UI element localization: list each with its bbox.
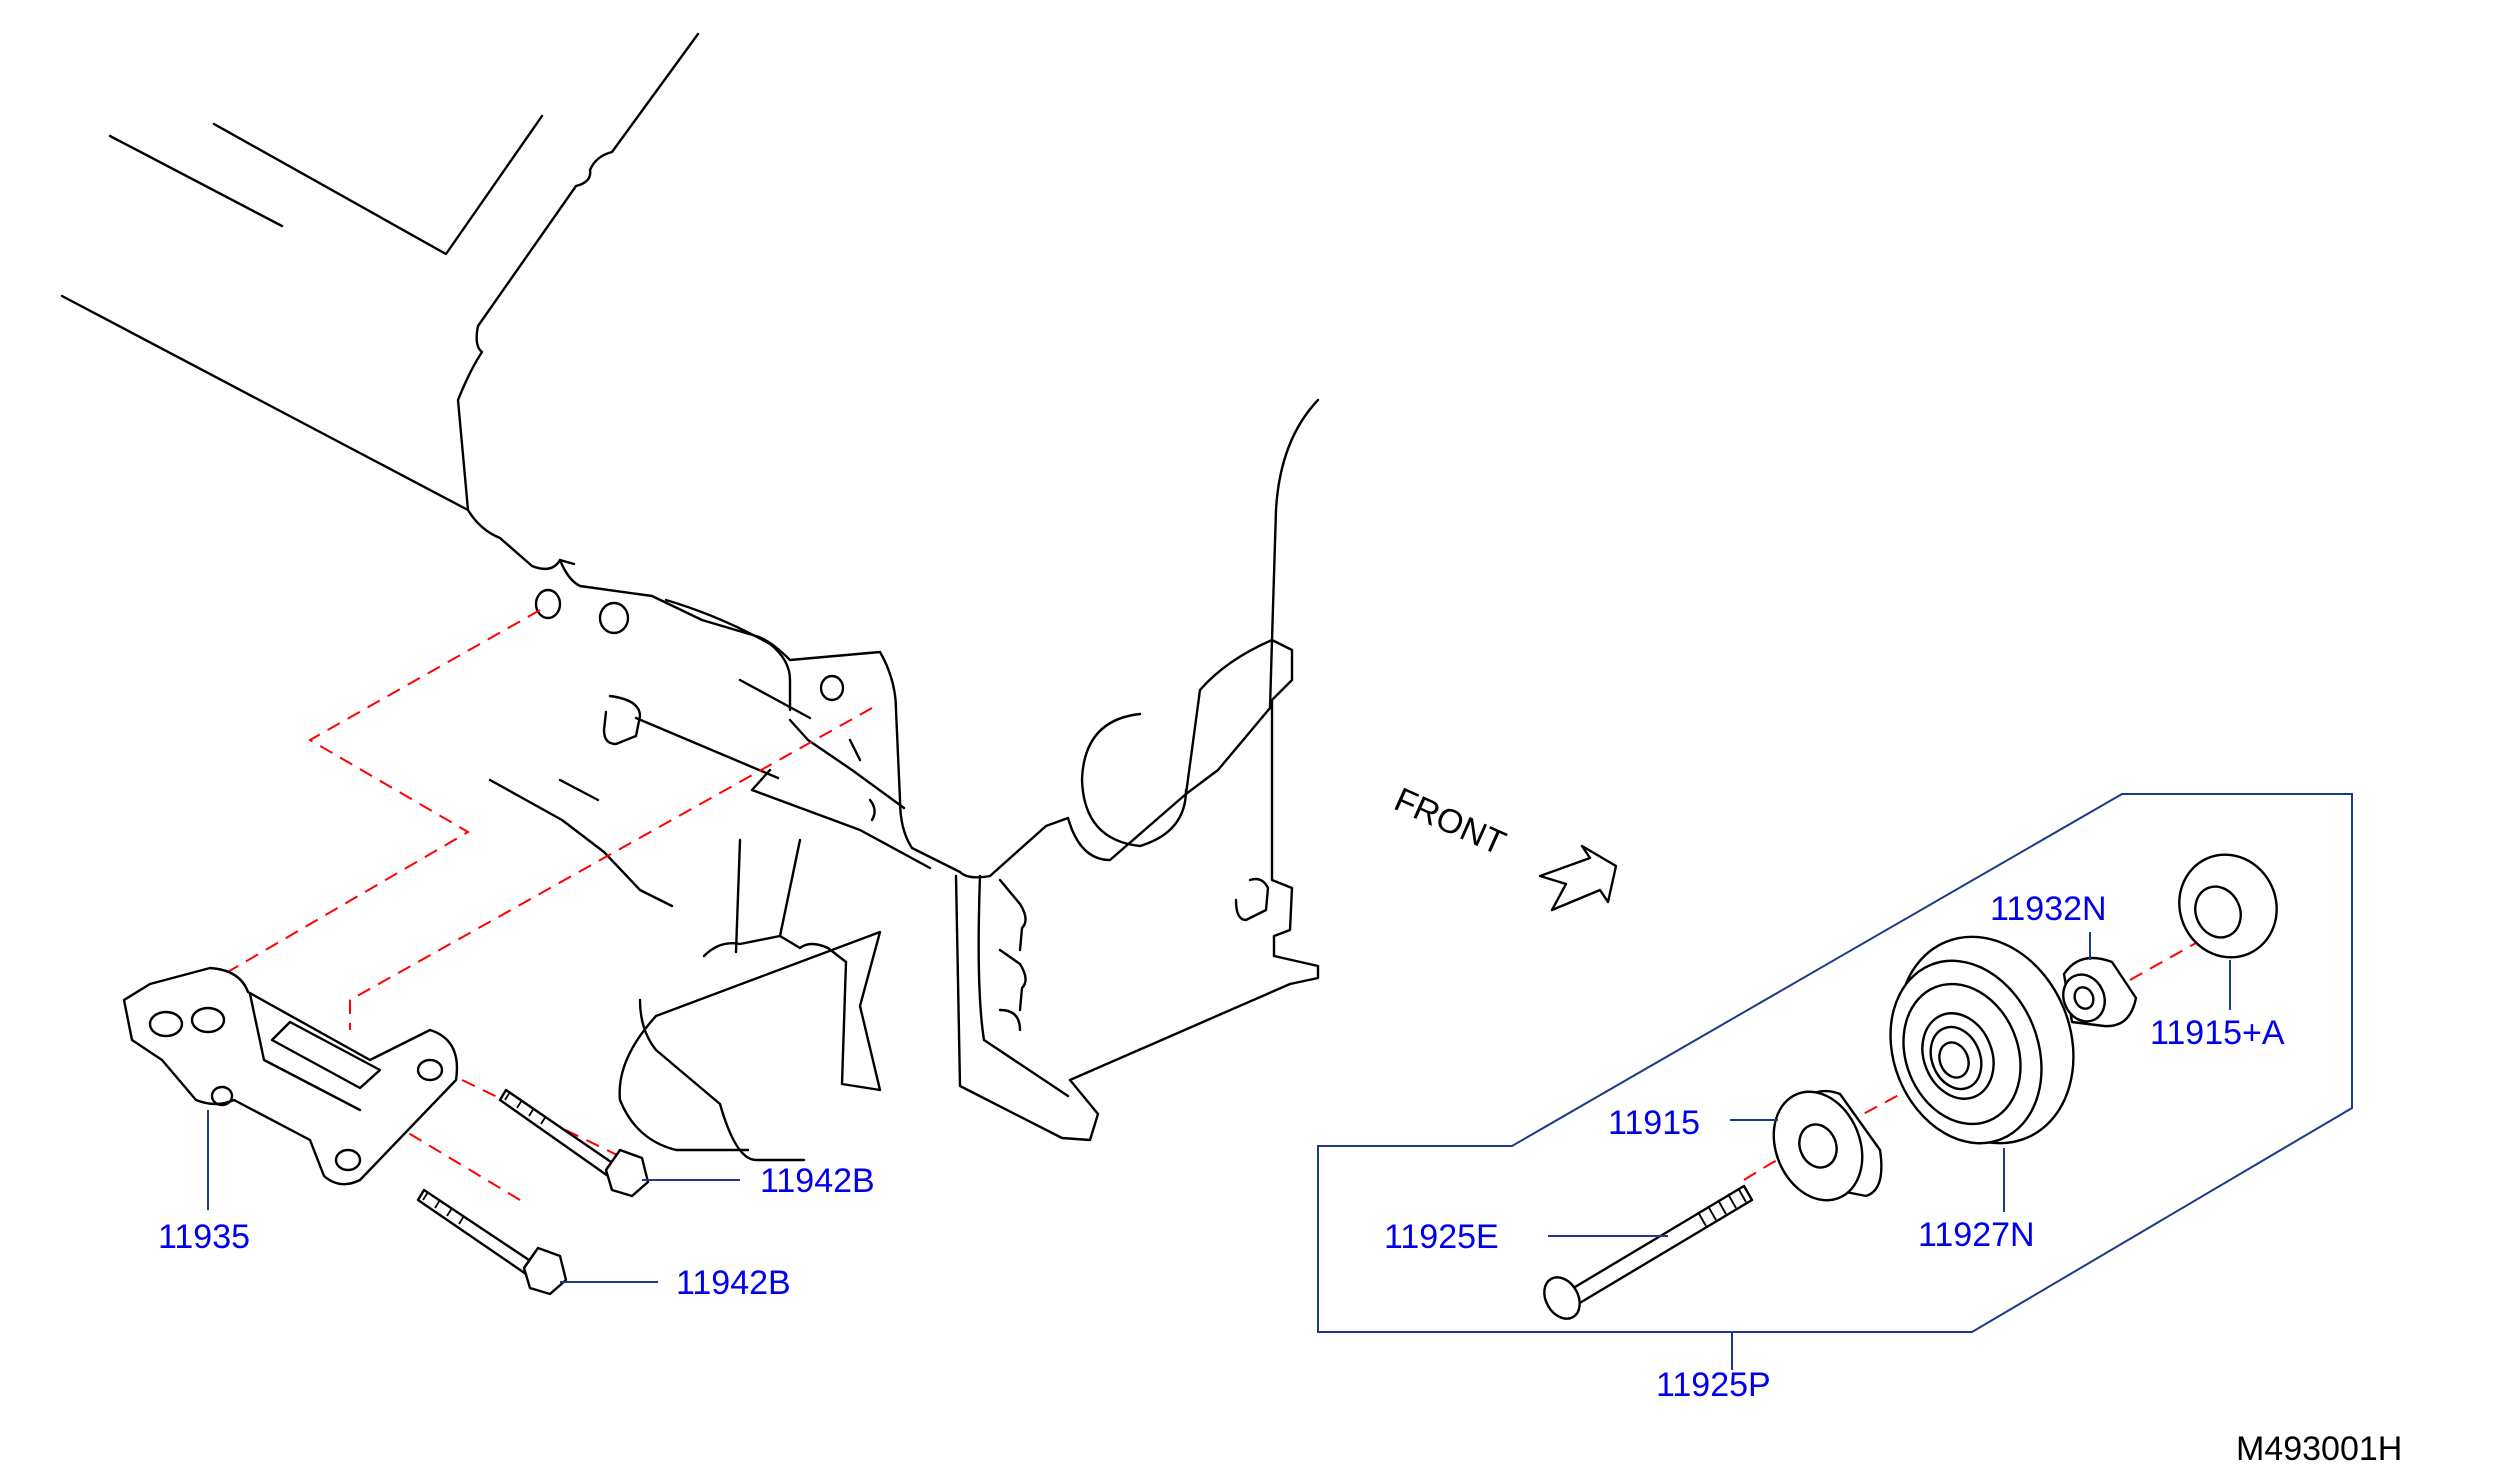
mount-hole-1 (534, 588, 562, 620)
mount-hole-2 (598, 601, 630, 635)
mount-hole-3 (819, 674, 845, 702)
pulley-bolt-11925e (1543, 1184, 1754, 1320)
callout-spacer: 11932N (1990, 890, 2107, 928)
drawing-code: M493001H (2236, 1430, 2402, 1468)
engine-block-outline (60, 32, 1320, 1162)
callout-washer-outer: 11915+A (2150, 1014, 2285, 1052)
pulley-11927n (1889, 935, 2075, 1145)
callout-bolt-upper: 11942B (760, 1162, 875, 1200)
engine-mount-holes (534, 588, 845, 702)
callout-labels: 11935 11942B 11942B 11915+A 11932N 11915… (158, 890, 2285, 1404)
callout-bolt-lower: 11942B (676, 1264, 791, 1302)
front-direction-arrow: FRONT (1389, 781, 1618, 912)
callout-pulley: 11927N (1918, 1216, 2035, 1254)
washer-11915 (1772, 1089, 1883, 1202)
callout-bracket: 11935 (158, 1218, 250, 1256)
front-arrow-icon (1538, 844, 1618, 912)
washer-11915a (2178, 853, 2278, 959)
spacer-11932n (2062, 956, 2138, 1028)
idler-assembly-boundary (1317, 793, 2353, 1333)
bolt-11942b-lower (416, 1188, 568, 1296)
callout-pulley-bolt: 11925E (1384, 1218, 1499, 1256)
bolt-11942b-upper (498, 1088, 650, 1198)
bracket-11935 (122, 966, 459, 1186)
callout-idler-assembly: 11925P (1656, 1366, 1771, 1404)
front-label: FRONT (1389, 781, 1511, 863)
leader-lines (207, 932, 2231, 1370)
callout-washer-inner: 11915 (1608, 1104, 1700, 1142)
